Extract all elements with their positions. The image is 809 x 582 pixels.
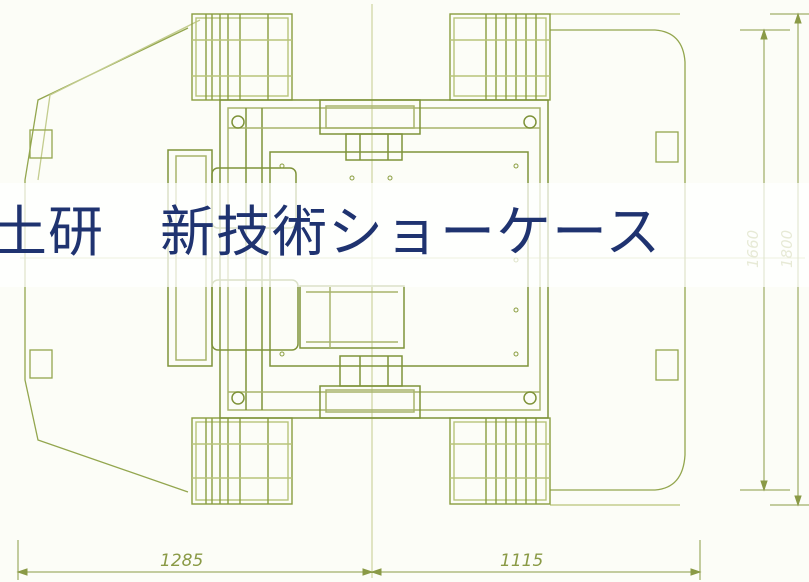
crawler-track-top-left: [191, 13, 293, 101]
left-blade-pad-bottom: [29, 349, 53, 379]
showcase-title: 土研 新技術ショーケース: [0, 200, 662, 264]
right-body-pad-top: [655, 131, 679, 163]
drive-gearbox-top: [319, 99, 421, 161]
crawler-track-bottom-left: [191, 417, 293, 505]
left-blade-inner-line: [37, 19, 201, 181]
corner-bracket-bottom-left: [231, 391, 245, 405]
crawler-track-bottom-right: [449, 417, 551, 505]
dimension-label-right: 1115: [500, 551, 543, 571]
title-banner: [0, 183, 809, 287]
corner-bracket-bottom-right: [523, 391, 537, 405]
corner-bracket-top-right: [523, 115, 537, 129]
crawler-track-top-right: [449, 13, 551, 101]
right-body-pad-bottom: [655, 349, 679, 381]
dimension-label-left: 1285: [160, 551, 203, 571]
drive-gearbox-bottom: [319, 355, 421, 419]
right-body-extension-lines: [550, 13, 680, 506]
left-blade-pad-top: [29, 129, 53, 159]
corner-bracket-top-left: [231, 115, 245, 129]
